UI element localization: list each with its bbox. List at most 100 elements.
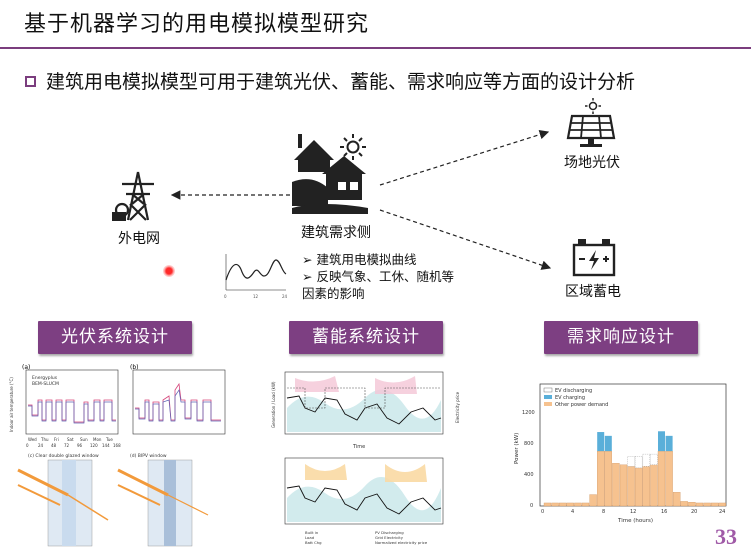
x-tick-label: 96	[77, 443, 83, 448]
bar-other	[665, 450, 673, 507]
bar-other	[566, 502, 574, 507]
tick-label: 12	[253, 294, 259, 299]
y-tick-label: 1200	[522, 410, 535, 416]
legend-item: Other power demand	[555, 402, 608, 408]
bar-ev-discharging	[650, 454, 658, 465]
grid-label: 外电网	[118, 231, 160, 247]
bar-other	[657, 450, 666, 507]
x-tick-label: 24	[38, 443, 44, 448]
panel-a-label: (a)	[22, 364, 30, 371]
arrow-bullet-icon: ➢	[302, 252, 317, 267]
page-title: 基于机器学习的用电模拟模型研究	[24, 12, 370, 37]
power-tower-icon	[112, 171, 154, 221]
bar-other	[673, 492, 681, 507]
x-tick-label: 24	[719, 509, 725, 515]
demand-response-button[interactable]: 需求响应设计	[544, 321, 698, 354]
bullet-text: 建筑用电模拟模型可用于建筑光伏、蓄能、需求响应等方面的设计分析	[46, 71, 636, 93]
bar-other	[604, 450, 612, 507]
dr-bars	[543, 431, 726, 507]
arrow-bullet-icon: ➢	[302, 269, 317, 284]
legend-swatch-other	[544, 402, 552, 406]
bar-other	[574, 502, 582, 507]
x-tick-label: 168	[113, 443, 121, 448]
list-item: 因素的影响	[302, 286, 365, 301]
bar-other	[619, 464, 628, 507]
legend-item: EV charging	[555, 395, 585, 401]
site-pv-label: 场地光伏	[564, 155, 620, 171]
x-tick-label: Sat	[67, 437, 74, 442]
battery-icon	[572, 239, 616, 277]
x-tick-label: Fri	[54, 437, 59, 442]
storage-figure: Time Generation / Load (kW) Electricity …	[265, 368, 465, 552]
legend-item: Load	[305, 535, 315, 540]
y-axis-label: Power (kW)	[514, 433, 520, 464]
y-tick-label: 400	[524, 472, 534, 478]
window-schematic-right	[117, 459, 209, 547]
district-storage-label: 区域蓄电	[565, 284, 621, 300]
arrow-to-storage	[379, 209, 552, 270]
bar-other	[627, 466, 635, 507]
x-axis-label: Time	[352, 444, 365, 450]
bar-other	[581, 502, 590, 507]
pv-figure: (a) (b) Energyplus BEM-SLUCM Indoor air …	[8, 360, 230, 552]
x-tick-label: 120	[90, 443, 98, 448]
legend-swatch-discharging	[543, 387, 553, 393]
x-tick-label: Sun	[80, 437, 88, 442]
x-tick-label: Mon	[93, 437, 102, 442]
tick-label: 24	[282, 294, 288, 299]
legend-swatch-charging	[544, 395, 552, 399]
pointer-dot	[163, 265, 175, 277]
x-tick-label: 12	[630, 509, 636, 515]
diagram-arrows	[170, 129, 552, 270]
sun-icon	[340, 134, 366, 160]
y2-axis-label: Electricity price	[455, 391, 460, 423]
caption-c: (c) Clear double glazed window	[28, 453, 99, 459]
bar-other	[559, 502, 567, 507]
bar-other	[695, 502, 704, 507]
bar-other	[597, 450, 605, 507]
bar-ev-charging	[604, 435, 612, 452]
dr-chart: EV discharging EV charging Other power d…	[514, 383, 727, 524]
title-divider	[0, 47, 751, 49]
building-house-icon	[292, 134, 368, 214]
x-tick-label: 8	[602, 509, 605, 515]
x-tick-label: 0	[26, 443, 29, 448]
pv-design-button[interactable]: 光伏系统设计	[38, 321, 192, 354]
bar-other	[642, 466, 650, 507]
bar-other	[703, 502, 711, 507]
bar-other	[680, 501, 688, 507]
bar-other	[612, 463, 620, 507]
arrow-to-pv	[379, 129, 550, 186]
small-sun-icon	[585, 98, 601, 114]
bar-other	[551, 502, 559, 507]
legend-item: PV Discharging	[375, 530, 404, 535]
bar-ev-charging	[597, 432, 605, 452]
y-axis-label: Indoor air temperature (°C)	[9, 377, 14, 432]
building-demand-label: 建筑需求侧	[301, 225, 371, 241]
caption-d: (d) BIPV window	[130, 453, 167, 459]
x-tick-label: 48	[51, 443, 57, 448]
page-number: 33	[715, 524, 737, 549]
bar-ev-discharging	[635, 456, 643, 469]
x-tick-label: 20	[691, 509, 697, 515]
x-tick-label: 0	[541, 509, 544, 515]
bar-other	[543, 502, 552, 507]
list-item: ➢ 反映气象、工休、随机等	[302, 269, 454, 284]
legend-item: Built in	[305, 530, 319, 535]
x-axis-label: Time (hours)	[617, 518, 653, 524]
y-tick-label: 0	[530, 503, 533, 509]
legend-item: EV discharging	[555, 388, 592, 394]
x-tick-label: 16	[661, 509, 667, 515]
x-tick-label: Wed	[28, 437, 37, 442]
bar-other	[635, 467, 643, 507]
mini-load-curve: 0 12 24	[224, 254, 288, 299]
window-schematic-left	[17, 459, 109, 547]
bar-other	[718, 502, 726, 507]
x-tick-label: 144	[102, 443, 110, 448]
bar-other	[688, 502, 696, 507]
x-tick-label: Thu	[40, 437, 49, 442]
list-item: ➢ 建筑用电模拟曲线	[302, 252, 417, 267]
storage-design-button[interactable]: 蓄能系统设计	[289, 321, 443, 354]
y-tick-label: 800	[524, 441, 534, 447]
legend-item: Grid Electricity	[375, 535, 404, 540]
